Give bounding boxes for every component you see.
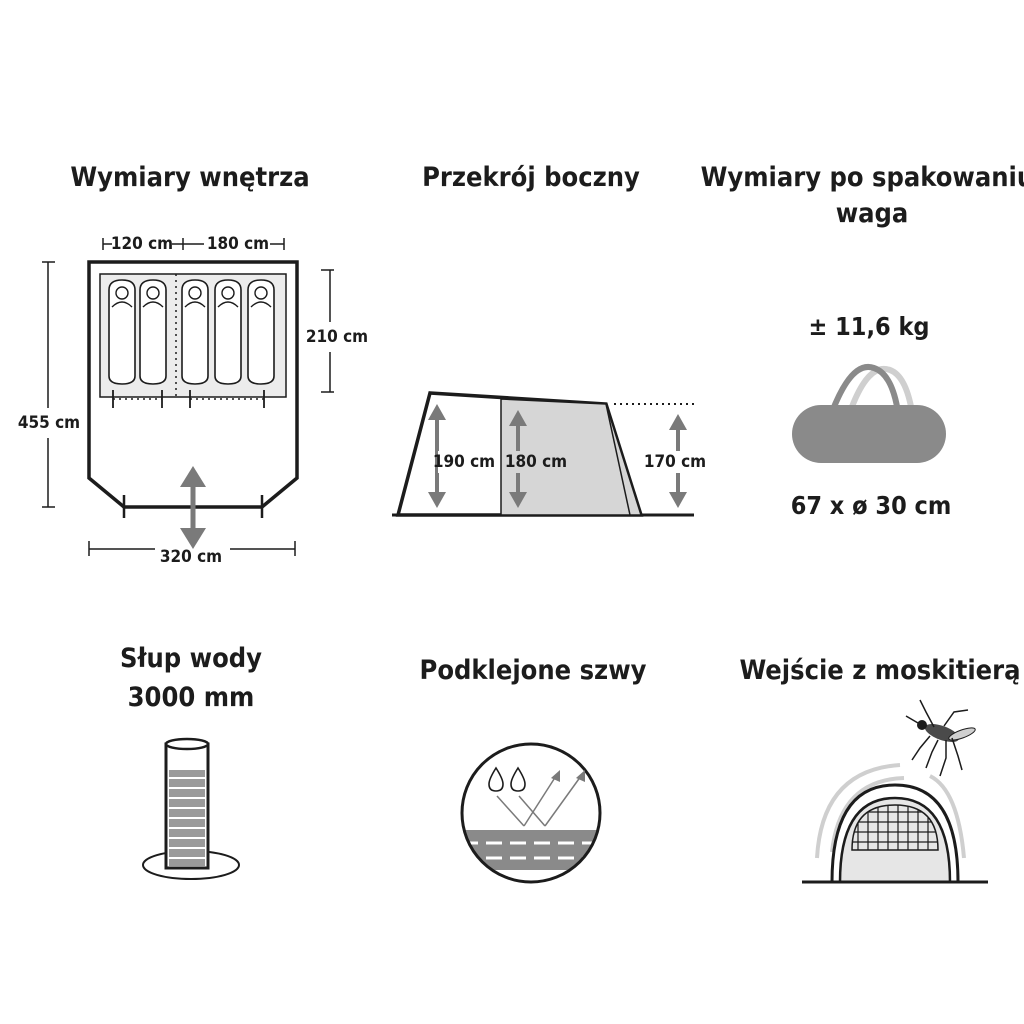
- packed-title-line1: Wymiary po spakowaniu,: [701, 162, 1024, 193]
- inner-door-markers: [112, 390, 265, 408]
- mosquito-icon: [905, 699, 976, 777]
- water-column-icon: [142, 737, 240, 880]
- water-title-line2: 3000 mm: [128, 682, 255, 713]
- dim-total-length: 455 cm: [18, 413, 80, 433]
- packed-weight: ± 11,6 kg: [808, 312, 929, 341]
- sleeping-bag-icon: [108, 279, 275, 385]
- dim-front-height: 190 cm: [433, 452, 495, 472]
- dim-room-depth: 210 cm: [306, 327, 368, 347]
- side-section-title: Przekrój boczny: [422, 162, 640, 193]
- dim-inner-height: 180 cm: [505, 452, 567, 472]
- dim-left-room: 120 cm: [111, 234, 173, 254]
- taped-seam-icon: [460, 742, 602, 884]
- right-dimension-line: [321, 269, 334, 393]
- packed-size: 67 x ø 30 cm: [791, 491, 952, 520]
- pack-bag-icon: [792, 363, 946, 463]
- seams-panel: Podklejone szwy: [420, 655, 647, 884]
- side-section-panel: Przekrój boczny 190 cm 180 cm: [392, 162, 706, 517]
- dim-width: 320 cm: [160, 547, 222, 567]
- packed-title-line2: waga: [836, 198, 909, 229]
- interior-title: Wymiary wnętrza: [70, 162, 309, 193]
- mosquito-panel: Wejście z moskitierą: [739, 655, 1021, 884]
- dim-right-room: 180 cm: [207, 234, 269, 254]
- label-bg-rear: [646, 451, 704, 473]
- label-bg-inner: [509, 451, 565, 473]
- front-height-arrow: [428, 404, 446, 508]
- entrance-arrow: [180, 466, 206, 549]
- label-bg-front: [438, 451, 494, 473]
- interior-panel: Wymiary wnętrza 120 cm 180 cm: [18, 162, 368, 567]
- water-title-line1: Słup wody: [120, 643, 262, 674]
- mosquito-title: Wejście z moskitierą: [739, 655, 1020, 686]
- bottom-dimension-line: [88, 541, 296, 556]
- top-dimension-line: [102, 238, 285, 250]
- packed-panel: Wymiary po spakowaniu, waga ± 11,6 kg 67…: [701, 162, 1024, 520]
- mosquito-net-icon: [802, 699, 988, 884]
- dim-rear-height: 170 cm: [644, 452, 706, 472]
- left-dimension-line: [42, 261, 55, 508]
- water-panel: Słup wody 3000 mm: [120, 643, 262, 880]
- seams-title: Podklejone szwy: [420, 655, 647, 686]
